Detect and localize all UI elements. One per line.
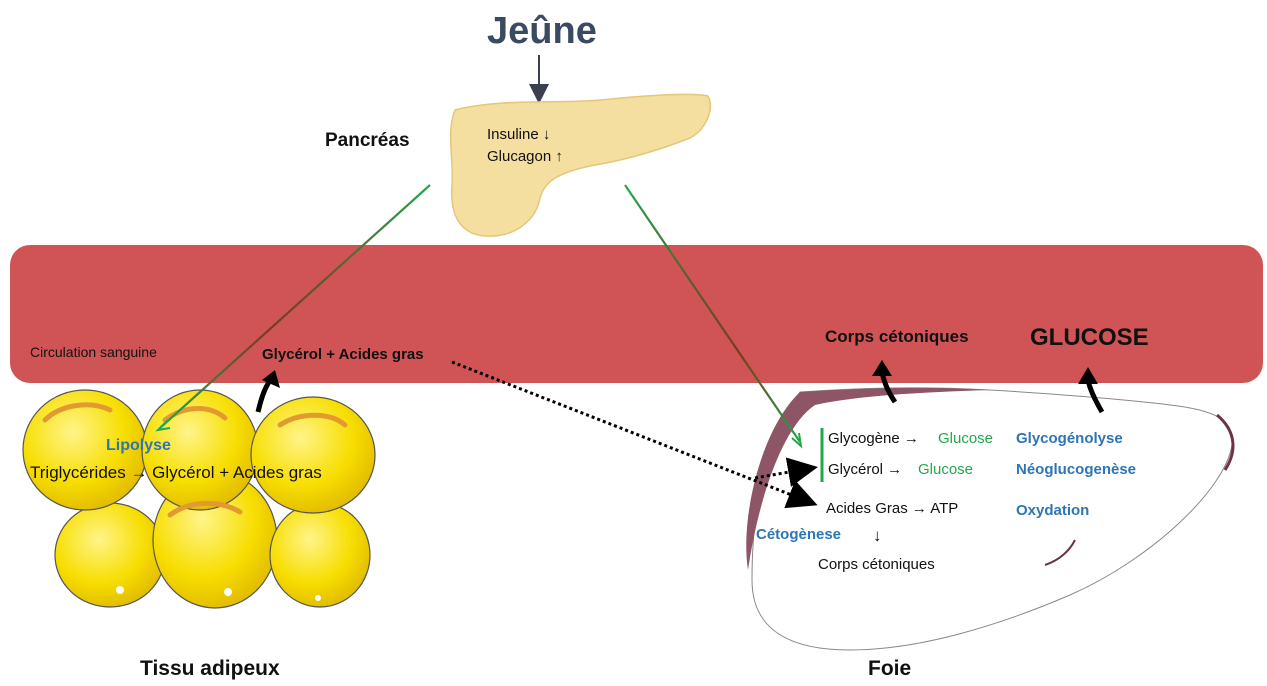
glycerol-fatty-acids-label: Glycérol + Acides gras [262, 346, 424, 363]
blood-circulation-label: Circulation sanguine [30, 344, 157, 360]
pancreas-organ [449, 93, 711, 237]
lipolysis-label: Lipolyse [106, 437, 171, 454]
glycogenolysis-label: Glycogénolyse [1016, 430, 1123, 447]
glycerol-glucose: Glucose [918, 461, 974, 478]
curved-arrow-glucose [1078, 367, 1105, 414]
ketone-bodies-product: Corps cétoniques [818, 556, 935, 573]
gluconeogenesis-label: Néoglucogenèse [1016, 461, 1137, 478]
glycerol-source: Glycérol → [828, 461, 903, 478]
fatty-acids-atp: Acides Gras → ATP [826, 500, 959, 517]
glucose-blood-label: GLUCOSE [1030, 324, 1149, 351]
ketogenesis-label: Cétogènese [756, 526, 842, 543]
curved-arrow-ketones [872, 360, 898, 404]
liver-label: Foie [868, 657, 912, 680]
ketogenesis-down-arrow: ↓ [873, 526, 882, 545]
hormone-line-adipose [159, 184, 431, 429]
dotted-arrow-glycerol [754, 457, 818, 487]
insulin-text: Insuline ↓ [487, 126, 551, 143]
hormone-line-liver [624, 184, 801, 443]
triglycerides-reaction: Triglycérides → Glycérol + Acides gras [30, 463, 322, 482]
glucagon-text: Glucagon ↑ [487, 148, 563, 165]
diagram-title: Jeûne [487, 10, 597, 52]
adipose-cells [22, 389, 376, 609]
liver-organ [746, 387, 1235, 651]
glycogen-glucose: Glucose [938, 430, 994, 447]
ketone-bodies-blood-label: Corps cétoniques [825, 327, 969, 346]
dotted-arrow-fatty-acids [451, 360, 818, 509]
blood-circulation-band [10, 245, 1263, 383]
curved-arrow-release [255, 370, 280, 413]
pancreas-label: Pancréas [325, 130, 410, 151]
adipose-tissue-label: Tissu adipeux [140, 657, 280, 680]
glycogen-source: Glycogène → [828, 430, 919, 447]
oxidation-label: Oxydation [1016, 502, 1090, 519]
